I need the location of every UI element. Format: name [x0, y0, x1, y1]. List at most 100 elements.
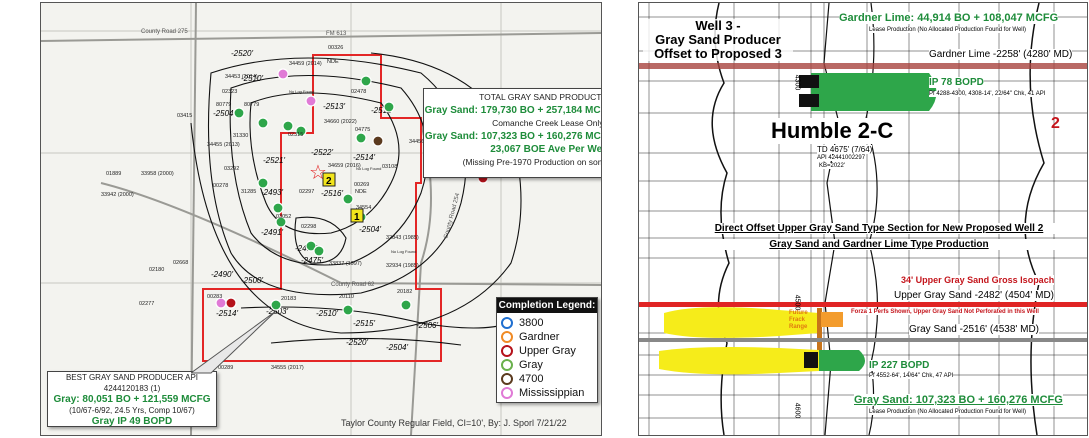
upper-gray-sand-label: Upper Gray Sand -2482' (4504' MD)	[894, 290, 1055, 301]
well-symbol	[372, 135, 384, 147]
well-label: 20110	[339, 294, 354, 300]
well-symbol	[277, 68, 289, 80]
well-label: 33942 (2000)	[101, 192, 134, 198]
well-label: No Log Found	[391, 249, 416, 254]
contour-label: -2510'	[316, 309, 338, 318]
future-frack-range-label: Future Frack Range	[789, 310, 808, 330]
contour-label: -2491'	[261, 228, 283, 237]
contour-label: -2504'	[359, 225, 381, 234]
legend-title: Completion Legend:	[497, 298, 597, 313]
total-gray-sand-production: Gray Sand: 179,730 BO + 257,184 MCFG (19…	[424, 105, 601, 116]
well-label: 02478	[351, 89, 366, 95]
well-label: 02180	[149, 267, 164, 273]
legend-label: Upper Gray	[519, 345, 576, 357]
well-label: 03292	[224, 166, 239, 172]
best-producer-heading: BEST GRAY SAND PRODUCER API 4244120183 (…	[65, 373, 199, 393]
well-label: 32934 (1985)	[386, 263, 419, 269]
well-symbol	[400, 299, 412, 311]
contour-label: -2506'	[416, 321, 438, 330]
missing-production-note: (Missing Pre-1970 Production on some Wel…	[462, 157, 601, 167]
humble-2c-title: Humble 2-C	[771, 118, 894, 144]
ip-227-bopd: IP 227 BOPD	[869, 360, 930, 371]
marker-1-box	[350, 208, 364, 223]
legend-item: Upper Gray	[497, 344, 597, 358]
legend-label: 4700	[519, 373, 544, 385]
well-label: 34459 (2014)	[289, 61, 322, 67]
well-label: 20182	[397, 289, 412, 295]
well-log-traces	[639, 3, 1087, 435]
average-boe-per-well: 23,067 BOE Ave Per Well	[490, 144, 602, 155]
well-label: 02297	[299, 189, 314, 195]
well-number: 2	[1051, 115, 1060, 132]
ip-78-bopd: IP 78 BOPD	[929, 77, 984, 88]
marker-2-box	[322, 172, 336, 187]
lease-outline	[202, 54, 442, 362]
perf-block-3	[804, 352, 818, 368]
gardner-lime-top-label: Gardner Lime -2258' (4280' MD)	[929, 49, 1073, 60]
type-production-title: Gray Sand and Gardner Lime Type Producti…	[669, 239, 1087, 250]
legend-ring-icon	[501, 387, 513, 399]
well-symbol	[282, 120, 294, 132]
well-label: No Log Found	[356, 166, 381, 171]
well-label: 34555 (2017)	[271, 365, 304, 371]
total-production-box: TOTAL GRAY SAND PRODUCTION: Gray Sand: 1…	[423, 88, 602, 178]
road-label-county-road-275: County Road 275	[141, 29, 188, 35]
gardner-production-fill	[811, 73, 937, 111]
gray-sand-production: Gray Sand: 107,323 BO + 160,276 MCFG	[854, 394, 1063, 406]
marker-1-label: 1	[354, 212, 360, 223]
legend-ring-icon	[501, 345, 513, 357]
gardner-lime-top-line	[639, 63, 1087, 69]
well-label: 02668	[173, 260, 188, 266]
gray-sand-lease-note: Lease Production (No Allocated Productio…	[869, 409, 1026, 415]
contour-label: -2512'	[371, 106, 393, 115]
contour-label: -2516'	[321, 189, 343, 198]
well-label: 00326	[328, 45, 343, 51]
contour-label: -2521'	[263, 156, 285, 165]
well-label: 03108	[382, 164, 397, 170]
log-panel: Well 3 - Gray Sand Producer Offset to Pr…	[638, 2, 1088, 436]
map-panel: -2520'-2510'-2513'-2512'-2504'-2522'-252…	[40, 2, 602, 436]
well-symbol	[305, 95, 317, 107]
forza-perforations-note: Forza 1 Perfs Shown, Upper Gray Sand Not…	[851, 309, 1039, 315]
depth-label-4300: 4300	[793, 74, 801, 91]
perf-block-1	[799, 75, 819, 88]
comanche-gray-sand-production: Gray Sand: 107,323 BO + 160,276 MCFG (11…	[424, 131, 601, 142]
map-credit: Taylor County Regular Field, CI=10', By:…	[341, 418, 567, 428]
best-producer-ip: Gray IP 49 BOPD	[91, 416, 173, 427]
best-producer-box: BEST GRAY SAND PRODUCER API 4244120183 (…	[47, 371, 217, 427]
well-symbol	[272, 202, 284, 214]
depth-label-4600: 4600	[793, 402, 801, 419]
comanche-creek-heading: Comanche Creek Lease Only:	[492, 118, 602, 128]
gray-sand-top-label: Gray Sand -2516' (4538' MD)	[909, 324, 1039, 335]
contour-label: -2510'	[241, 74, 263, 83]
well-label: 00269	[354, 182, 369, 188]
well-label: 34659 (2016)	[328, 163, 361, 169]
well-label: 02277	[139, 301, 154, 307]
well-symbol	[342, 304, 354, 316]
well-label: 02298	[301, 224, 316, 230]
legend-item: 3800	[497, 316, 597, 330]
well-label: 20183	[281, 296, 296, 302]
legend-ring-icon	[501, 373, 513, 385]
contour-labels: -2520'-2510'-2513'-2512'-2504'-2522'-252…	[211, 49, 438, 352]
contour-label: -2520'	[231, 49, 253, 58]
well-label: 02315	[288, 132, 303, 138]
structure-map: -2520'-2510'-2513'-2512'-2504'-2522'-252…	[41, 3, 601, 435]
well-symbol	[305, 240, 317, 252]
well-label: 01889	[106, 171, 121, 177]
well-label: 34554	[356, 205, 371, 211]
well-label: 04775	[355, 127, 370, 133]
contour-label: -2503'	[266, 307, 288, 316]
gardner-lease-note: Lease Production (No Allocated Productio…	[869, 27, 1026, 33]
well-label: 02323	[222, 89, 237, 95]
total-production-heading: TOTAL GRAY SAND PRODUCTION:	[479, 92, 602, 102]
well-label: 00289	[218, 365, 233, 371]
well-label: 31330	[233, 133, 248, 139]
contour-label: -2500'	[241, 276, 263, 285]
legend-ring-icon	[501, 317, 513, 329]
well-label: 03415	[177, 113, 192, 119]
well-label: 00278	[213, 183, 228, 189]
